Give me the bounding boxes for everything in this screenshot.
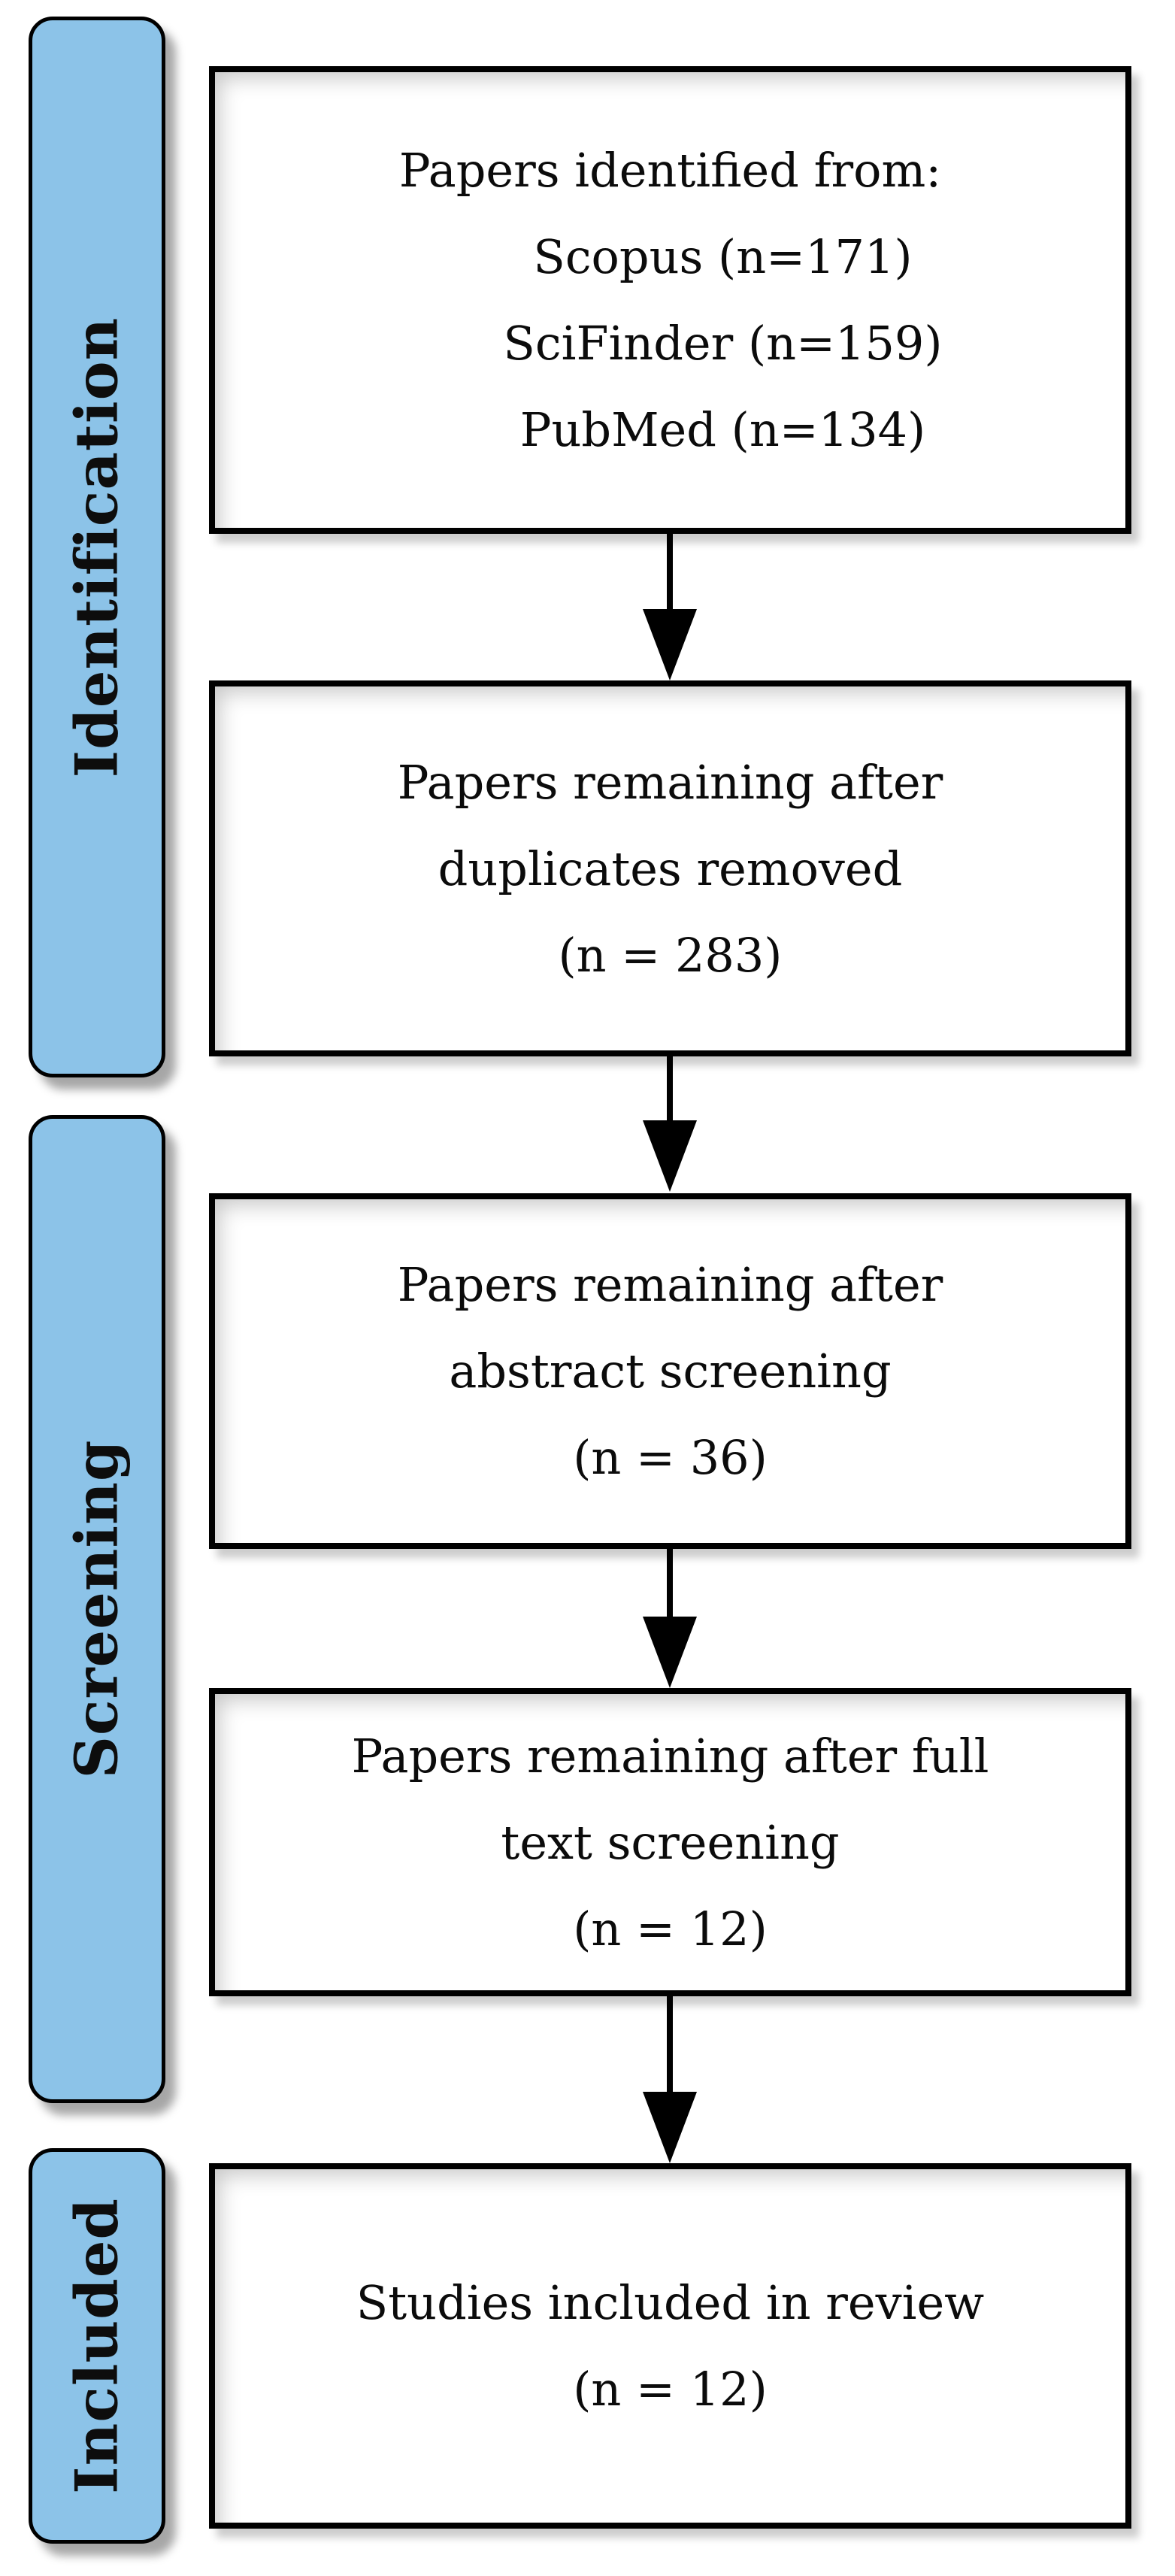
arrow-down-icon-4 (643, 2092, 697, 2163)
arrow-shaft-4 (667, 1996, 673, 2109)
box-line: abstract screening (449, 1344, 892, 1399)
stage-label-screening: Screening (62, 1439, 132, 1779)
box-line-count: (n = 12) (573, 1901, 768, 1956)
box-line-pubmed: PubMed (n=134) (519, 402, 926, 457)
arrow-shaft-1 (667, 534, 673, 626)
arrow-down-icon-2 (643, 1120, 697, 1192)
stage-label-included: Included (62, 2198, 132, 2494)
box-line-scopus: Scopus (n=171) (533, 229, 913, 284)
stage-label-identification: Identification (62, 317, 132, 777)
box-line: Papers identified from: (398, 143, 942, 198)
box-line-count: (n = 12) (573, 2362, 768, 2417)
box-papers-identified: Papers identified from: Scopus (n=171) S… (209, 66, 1131, 534)
stage-bar-screening: Screening (29, 1115, 165, 2103)
box-line: Papers remaining after (397, 1257, 943, 1312)
box-fulltext-screening: Papers remaining after full text screeni… (209, 1688, 1131, 1996)
box-line: text screening (501, 1814, 840, 1870)
stage-bar-included: Included (29, 2148, 165, 2544)
box-line: Papers remaining after (397, 754, 943, 810)
box-abstract-screening: Papers remaining after abstract screenin… (209, 1193, 1131, 1549)
arrow-shaft-3 (667, 1549, 673, 1633)
box-line: Studies included in review (356, 2275, 985, 2330)
box-studies-included: Studies included in review (n = 12) (209, 2163, 1131, 2529)
box-line: duplicates removed (438, 841, 903, 896)
arrow-down-icon-3 (643, 1617, 697, 1688)
arrow-shaft-2 (667, 1056, 673, 1137)
arrow-down-icon-1 (643, 609, 697, 680)
box-duplicates-removed: Papers remaining after duplicates remove… (209, 680, 1131, 1056)
box-line: Papers remaining after full (351, 1728, 989, 1784)
stage-bar-identification: Identification (29, 17, 165, 1077)
box-line-count: (n = 36) (573, 1430, 768, 1485)
box-line-count: (n = 283) (558, 927, 783, 983)
box-line-scifinder: SciFinder (n=159) (503, 316, 943, 371)
